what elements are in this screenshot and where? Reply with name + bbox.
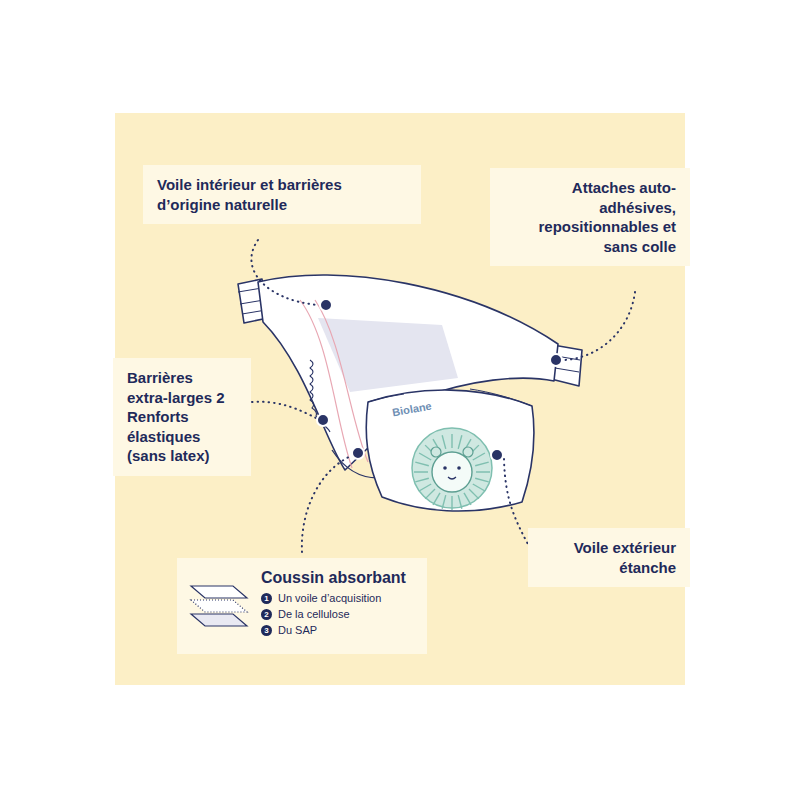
callout-box: Voile intérieur et barrières d’origine n… — [143, 165, 421, 224]
lion-ray — [414, 471, 428, 472]
callout-text: Voile extérieur étanche — [542, 538, 676, 577]
lion-ray — [442, 495, 446, 509]
list-item: De la cellulose — [278, 608, 350, 621]
lion-ray — [451, 434, 452, 448]
lion-ray — [458, 435, 462, 449]
lion-ray — [458, 495, 462, 509]
lion-ray — [473, 453, 485, 460]
lion-ray — [419, 484, 431, 491]
list-row: 3 Du SAP — [261, 624, 413, 637]
callout-text: Attaches auto-adhésives, repositionnable… — [504, 178, 676, 256]
lion-ray — [475, 478, 489, 482]
list-row: 2 De la cellulose — [261, 608, 413, 621]
lion-ray — [425, 489, 435, 499]
callout-box: Voile extérieur étanche — [528, 528, 690, 587]
callout-box: Attaches auto-adhésives, repositionnable… — [490, 168, 690, 266]
lion-ray — [451, 496, 452, 510]
callout-text: Barrières extra-larges 2 Renforts élasti… — [127, 368, 237, 466]
lion-ray — [476, 471, 490, 472]
list-item: Un voile d’acquisition — [278, 592, 381, 605]
box-heading: Coussin absorbant — [261, 568, 413, 589]
lion-ray — [464, 493, 471, 505]
lion-ray — [473, 484, 485, 491]
lion-ray — [433, 493, 440, 505]
callout-number: 2 — [261, 609, 272, 620]
list-item: Du SAP — [278, 624, 317, 637]
callout-number: 1 — [261, 593, 272, 604]
lion-ray — [475, 462, 489, 466]
layer-icon — [185, 570, 255, 640]
lion-ray — [442, 435, 446, 449]
lion-ray — [415, 478, 429, 482]
callout-box: Barrières extra-larges 2 Renforts élasti… — [113, 358, 251, 476]
lion-ray — [469, 489, 479, 499]
lion-ray — [419, 453, 431, 460]
callout-number: 3 — [261, 625, 272, 636]
lion-ray — [415, 462, 429, 466]
callout-box: Coussin absorbant 1 Un voile d’acquisition… — [177, 558, 427, 654]
callout-text: Voile intérieur et barrières d’origine n… — [157, 175, 407, 214]
list-row: 1 Un voile d’acquisition — [261, 592, 413, 605]
